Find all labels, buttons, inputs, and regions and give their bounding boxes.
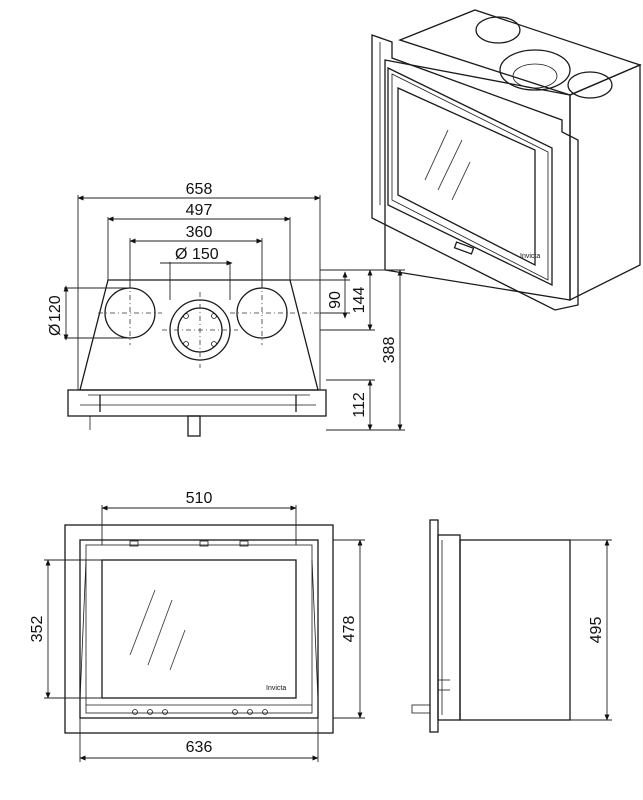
- front-view: Invicta: [64, 524, 334, 734]
- dim-388: 388: [381, 337, 398, 364]
- dim-90: 90: [327, 291, 344, 309]
- dim-112: 112: [351, 392, 368, 418]
- glass-reflection-iso: [424, 129, 471, 201]
- dim-150: 150: [192, 246, 219, 263]
- glass-reflection-front: [129, 589, 186, 671]
- top-view-dimensions: 658 497 360 Ø 150 Ø 120 90: [47, 181, 405, 431]
- isometric-view: Invicta: [371, 9, 642, 311]
- dim-495: 495: [588, 617, 605, 644]
- dim-658: 658: [186, 181, 213, 198]
- dim-120: 120: [47, 295, 64, 322]
- side-view-dimensions: 495: [570, 539, 612, 721]
- top-view: [67, 279, 327, 437]
- dim-352: 352: [29, 616, 46, 643]
- dim-636: 636: [186, 739, 213, 756]
- dim-360: 360: [186, 224, 213, 241]
- side-view: [411, 519, 571, 733]
- dim-497: 497: [186, 202, 213, 219]
- dim-144: 144: [351, 287, 368, 314]
- dim-120-symbol: Ø: [47, 324, 64, 336]
- logo-iso: Invicta: [520, 253, 540, 260]
- dim-510: 510: [186, 490, 213, 507]
- front-view-dimensions: 510 352 478 636: [29, 490, 365, 762]
- logo-front: Invicta: [266, 685, 286, 692]
- dim-478: 478: [341, 616, 358, 643]
- dim-150-symbol: Ø: [175, 246, 187, 263]
